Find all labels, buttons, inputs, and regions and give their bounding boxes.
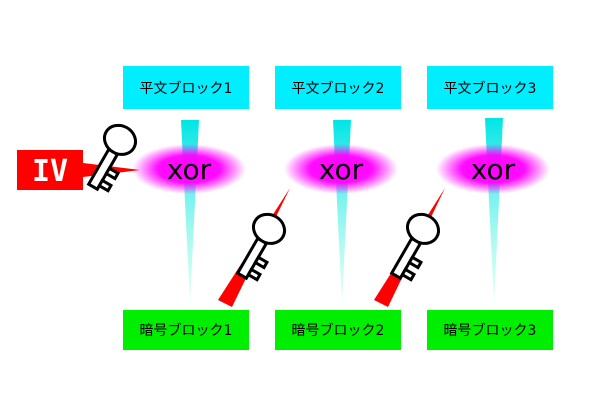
xor-glow-2 [284, 144, 398, 194]
xor-label-2: xor [319, 153, 364, 186]
xor-glow-3 [436, 144, 550, 194]
ciphertext-block-2 [275, 310, 401, 350]
ciphertext-block-3 [427, 310, 553, 350]
iv-label: IV [32, 154, 68, 189]
iv-block [17, 150, 83, 190]
xor-glow-1 [132, 144, 246, 194]
plaintext-block-3-label: 平文ブロック3 [444, 80, 537, 97]
xor-label-1: xor [167, 153, 212, 186]
xor-label-3: xor [471, 153, 516, 186]
key-icon [77, 118, 143, 197]
plaintext-block-1-label: 平文ブロック1 [140, 80, 233, 97]
key-icon [380, 207, 446, 286]
plaintext-block-2-label: 平文ブロック2 [292, 80, 385, 97]
plaintext-block-2 [275, 66, 401, 109]
ciphertext-block-3-label: 暗号ブロック3 [444, 322, 537, 339]
plaintext-block-3 [427, 66, 553, 109]
plaintext-block-1 [123, 66, 249, 109]
key-icon [226, 207, 292, 286]
ciphertext-block-1-label: 暗号ブロック1 [140, 322, 233, 339]
ciphertext-block-2-label: 暗号ブロック2 [292, 322, 385, 339]
ciphertext-block-1 [123, 310, 249, 350]
